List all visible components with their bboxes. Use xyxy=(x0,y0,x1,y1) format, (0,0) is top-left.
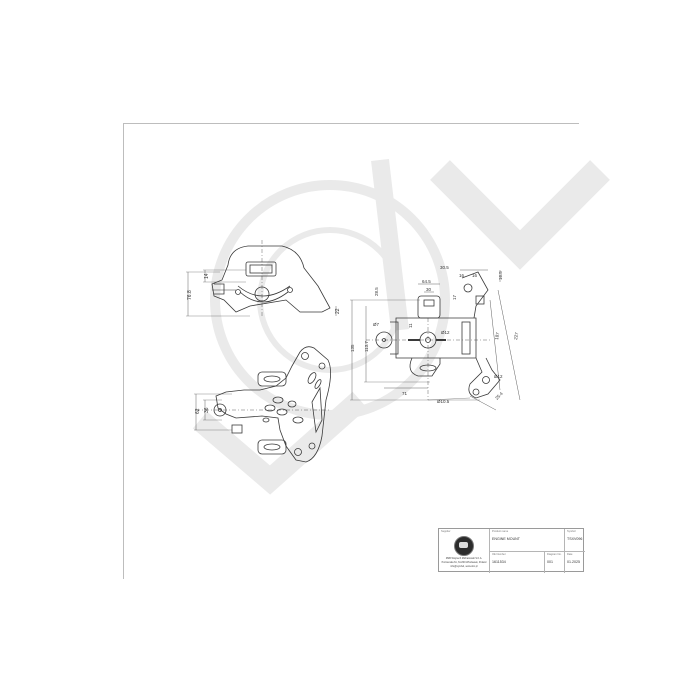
company-line-3: info@symbol, www.sbn.pl xyxy=(450,565,478,568)
svg-text:Ø12: Ø12 xyxy=(441,330,450,335)
svg-text:30.5: 30.5 xyxy=(440,265,449,270)
product-name-caption: Product name xyxy=(492,530,509,533)
symbol-cell: Symbol TSXV096 xyxy=(564,529,585,551)
svg-text:11: 11 xyxy=(408,323,413,328)
svg-text:227: 227 xyxy=(513,331,519,340)
drawing-frame xyxy=(123,123,579,579)
svg-text:14: 14 xyxy=(204,273,210,279)
date-value: 01.2025 xyxy=(567,560,580,564)
svg-text:187: 187 xyxy=(494,331,500,340)
company-line-1: ZMB Wojciech Michalowski S.K.A. xyxy=(445,557,483,560)
supplier-cell: Supplier ZMB Wojciech Michalowski S.K.A.… xyxy=(439,529,489,573)
svg-text:Ø10.5: Ø10.5 xyxy=(437,399,450,404)
svg-text:16.5: 16.5 xyxy=(498,271,503,280)
top-view-dimension-labels: 62 36 xyxy=(195,407,210,414)
svg-text:28.5: 28.5 xyxy=(374,287,379,296)
svg-text:22: 22 xyxy=(335,308,341,314)
svg-text:76.8: 76.8 xyxy=(187,290,193,300)
svg-text:Ø12: Ø12 xyxy=(494,374,503,379)
supplier-caption: Supplier xyxy=(441,530,451,533)
drawing-no-cell: Diagram No. 001 xyxy=(544,551,564,573)
svg-text:25.4: 25.4 xyxy=(494,391,504,401)
svg-text:16: 16 xyxy=(472,273,478,278)
symbol-value: TSXV096 xyxy=(567,537,583,541)
company-line-2: Poznanska 61, 61-800 Wloclawek, Poland xyxy=(441,561,487,564)
title-block: Supplier ZMB Wojciech Michalowski S.K.A.… xyxy=(438,528,585,573)
symbol-caption: Symbol xyxy=(567,530,576,533)
date-caption: Date xyxy=(567,553,573,556)
oe-number-caption: OE Number xyxy=(492,553,506,556)
date-cell: Date 01.2025 xyxy=(564,551,585,573)
company-logo-icon xyxy=(454,536,474,556)
svg-text:62: 62 xyxy=(195,408,201,414)
svg-text:71: 71 xyxy=(402,391,408,396)
side-view-dimension-labels: 28.5 64.5 30 11 30.5 16 16 17 16.5 Ø7 Ø1… xyxy=(350,265,519,404)
oe-number: 1611534 xyxy=(492,560,506,564)
svg-text:30: 30 xyxy=(426,287,432,292)
svg-text:113.7: 113.7 xyxy=(364,341,369,352)
svg-text:135: 135 xyxy=(350,344,355,352)
svg-text:17: 17 xyxy=(452,294,457,300)
svg-text:Ø7: Ø7 xyxy=(373,322,380,327)
front-view-dimension-labels: 14 76.8 22 xyxy=(187,273,341,314)
svg-text:16: 16 xyxy=(459,273,465,278)
drawing-no: 001 xyxy=(547,560,553,564)
svg-text:36: 36 xyxy=(204,407,210,413)
top-view xyxy=(194,346,331,463)
svg-text:64.5: 64.5 xyxy=(422,279,431,284)
drawing-no-caption: Diagram No. xyxy=(547,553,562,556)
watermark-logo xyxy=(192,158,610,495)
oe-number-cell: OE Number 1611534 xyxy=(489,551,544,573)
product-name-cell: Product name ENGINE MOUNT xyxy=(489,529,564,551)
product-name: ENGINE MOUNT xyxy=(492,537,520,541)
front-view xyxy=(186,240,337,318)
side-view xyxy=(350,269,521,411)
